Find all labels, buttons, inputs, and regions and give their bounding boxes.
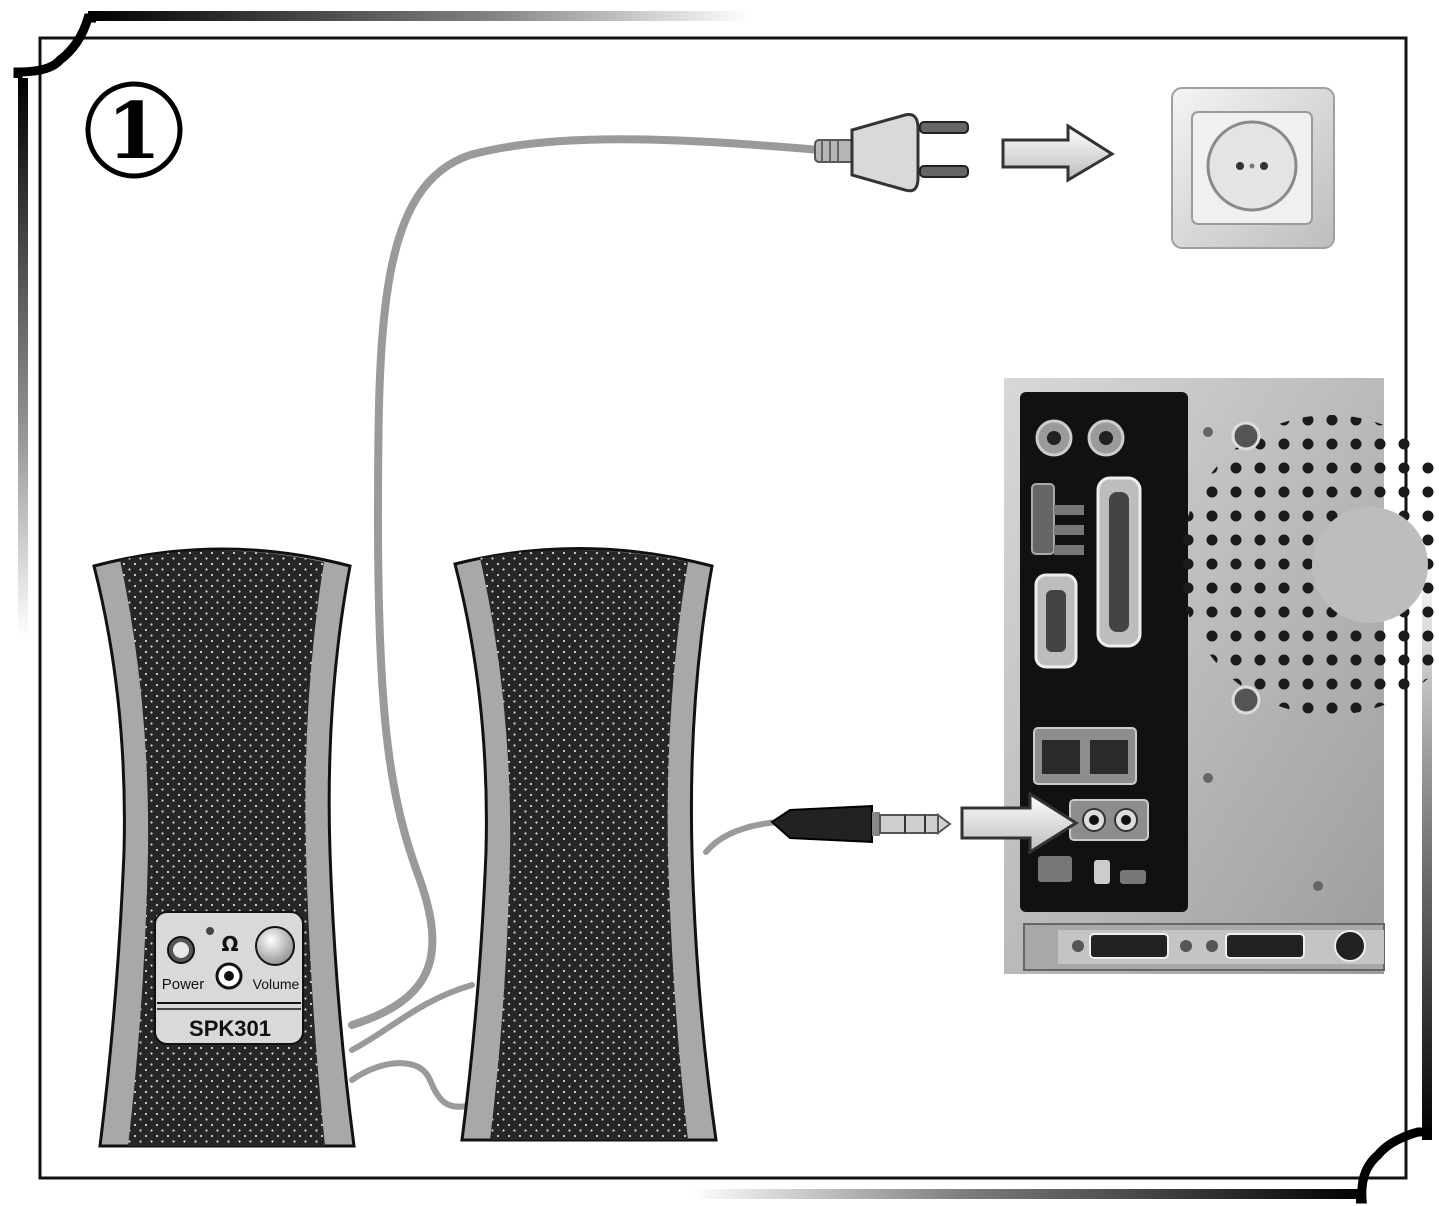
frame-left-bar bbox=[18, 78, 28, 638]
power-label: Power bbox=[162, 976, 205, 993]
speaker-link-cable-upper bbox=[349, 982, 475, 1053]
speaker-link-cable-lower bbox=[349, 1060, 475, 1110]
frame-right-bar bbox=[1422, 560, 1432, 1140]
power-cable bbox=[348, 135, 824, 1029]
arrow-right-icon bbox=[1001, 123, 1115, 183]
computer-rear-panel-icon bbox=[1004, 378, 1439, 974]
dvi-port bbox=[1225, 933, 1305, 959]
speaker-left: Ω Power Volume SPK301 bbox=[92, 547, 356, 1148]
audio-cable bbox=[703, 819, 781, 855]
frame-top-bar bbox=[88, 11, 748, 21]
arrow-right-icon bbox=[960, 791, 1079, 855]
frame-corner-bottom-right bbox=[1356, 1127, 1432, 1204]
audio-jack-icon bbox=[770, 804, 952, 844]
step-number-badge: 1 bbox=[85, 81, 183, 179]
frame-bottom-bar bbox=[690, 1189, 1362, 1199]
dvi-port bbox=[1089, 933, 1169, 959]
power-plug-icon bbox=[814, 113, 969, 193]
wall-socket-icon bbox=[1171, 87, 1335, 249]
svg-text:1: 1 bbox=[107, 86, 161, 177]
speaker-control-panel: Ω Power Volume SPK301 bbox=[154, 911, 304, 1045]
power-led bbox=[206, 927, 214, 935]
circled-digit-icon bbox=[85, 81, 183, 179]
volume-knob[interactable] bbox=[255, 926, 295, 966]
cables bbox=[348, 135, 824, 1110]
model-label: SPK301 bbox=[189, 1016, 271, 1041]
fan-grille bbox=[1180, 415, 1439, 715]
frame-corner-top-left bbox=[13, 13, 96, 78]
speaker-right bbox=[453, 546, 718, 1142]
headphone-icon: Ω bbox=[221, 932, 238, 956]
volume-label: Volume bbox=[253, 976, 300, 992]
